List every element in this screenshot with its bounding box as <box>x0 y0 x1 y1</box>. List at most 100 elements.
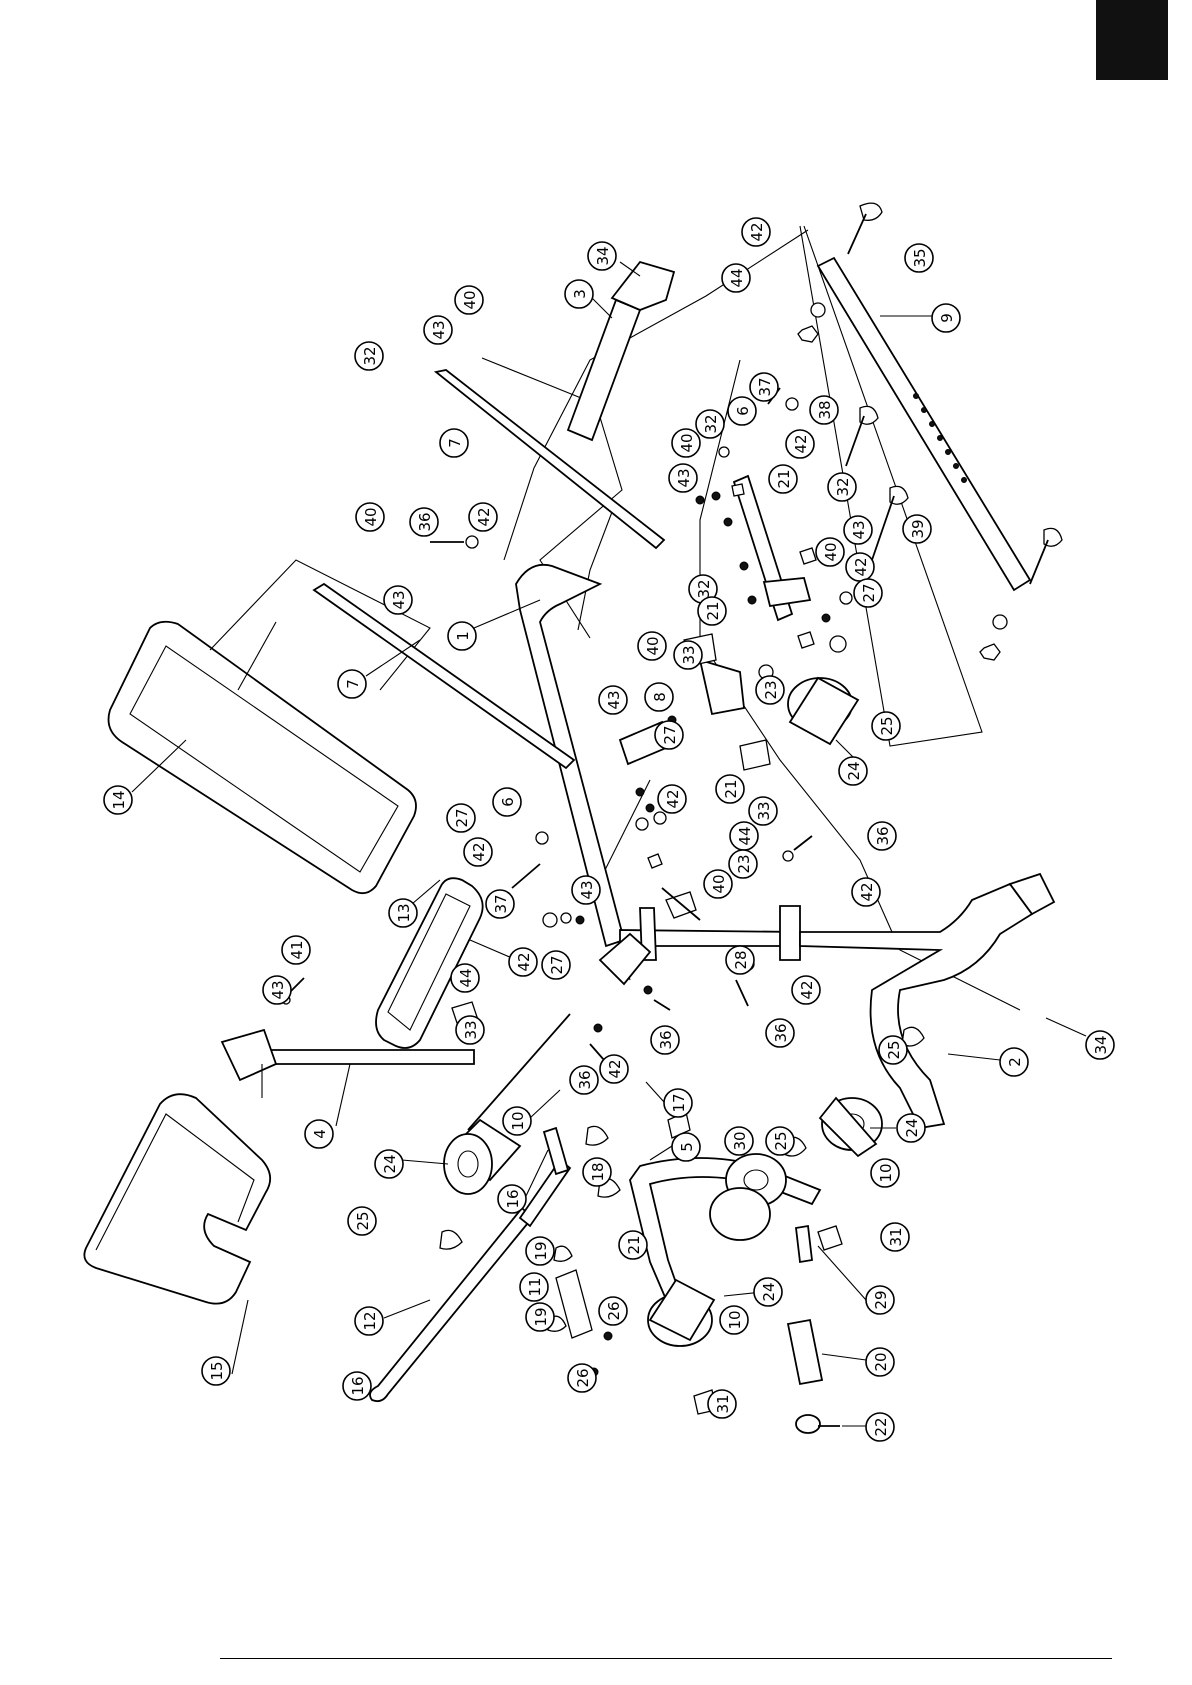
callout-10: 10 <box>720 1306 748 1334</box>
callout-number: 34 <box>1092 1035 1110 1054</box>
rear-leg <box>800 874 1054 1128</box>
callout-number: 7 <box>446 438 464 448</box>
callout-9: 9 <box>932 304 960 332</box>
callout-number: 1 <box>454 631 472 641</box>
callout-30: 30 <box>725 1127 753 1155</box>
callout-25: 25 <box>879 1036 907 1064</box>
callout-11: 11 <box>520 1273 548 1301</box>
callout-number: 17 <box>670 1093 688 1112</box>
callout-13: 13 <box>389 899 417 927</box>
callout-number: 16 <box>504 1189 522 1208</box>
callout-41: 41 <box>282 936 310 964</box>
callout-27: 27 <box>447 804 475 832</box>
callout-25: 25 <box>872 712 900 740</box>
callout-10: 10 <box>871 1159 899 1187</box>
callout-number: 19 <box>532 1241 550 1260</box>
callout-43: 43 <box>424 316 452 344</box>
callout-number: 32 <box>695 579 713 598</box>
callout-number: 27 <box>453 808 471 827</box>
callout-12: 12 <box>355 1307 383 1335</box>
callout-number: 44 <box>457 968 475 987</box>
callout-number: 25 <box>878 716 896 735</box>
callout-38: 38 <box>810 396 838 424</box>
callout-32: 32 <box>355 342 383 370</box>
foot-pad <box>84 1094 270 1303</box>
callout-number: 40 <box>644 636 662 655</box>
callout-number: 33 <box>755 801 773 820</box>
callout-number: 42 <box>475 507 493 526</box>
callout-4: 4 <box>305 1120 333 1148</box>
callout-number: 33 <box>462 1020 480 1039</box>
callout-number: 23 <box>762 680 780 699</box>
callout-34: 34 <box>1086 1031 1114 1059</box>
back-pad <box>109 560 431 893</box>
callout-number: 10 <box>726 1310 744 1329</box>
callout-number: 3 <box>571 289 589 299</box>
callout-number: 42 <box>470 842 488 861</box>
callout-number: 43 <box>605 690 623 709</box>
callout-31: 31 <box>708 1390 736 1418</box>
callout-number: 31 <box>714 1394 732 1413</box>
callout-number: 27 <box>548 955 566 974</box>
callout-40: 40 <box>672 429 700 457</box>
callout-number: 30 <box>731 1131 749 1150</box>
callout-39: 39 <box>903 515 931 543</box>
callout-27: 27 <box>542 951 570 979</box>
callout-number: 42 <box>798 980 816 999</box>
callout-21: 21 <box>698 597 726 625</box>
callout-number: 39 <box>909 519 927 538</box>
callout-number: 12 <box>361 1311 379 1330</box>
callout-37: 37 <box>750 373 778 401</box>
callout-32: 32 <box>828 473 856 501</box>
callout-36: 36 <box>651 1026 679 1054</box>
callout-number: 22 <box>872 1417 890 1436</box>
callout-5: 5 <box>672 1133 700 1161</box>
callout-number: 21 <box>625 1235 643 1254</box>
callout-number: 14 <box>110 790 128 809</box>
callout-16: 16 <box>343 1372 371 1400</box>
callout-36: 36 <box>868 822 896 850</box>
callout-number: 42 <box>792 434 810 453</box>
callout-number: 43 <box>390 590 408 609</box>
callout-number: 31 <box>887 1227 905 1246</box>
callout-8: 8 <box>645 683 673 711</box>
callout-number: 40 <box>362 507 380 526</box>
callout-number: 40 <box>822 542 840 561</box>
callout-42: 42 <box>786 430 814 458</box>
callout-number: 21 <box>775 469 793 488</box>
callout-number: 38 <box>816 400 834 419</box>
callout-26: 26 <box>599 1297 627 1325</box>
callout-3: 3 <box>565 280 593 308</box>
callout-number: 36 <box>576 1070 594 1089</box>
callout-43: 43 <box>599 686 627 714</box>
callout-number: 32 <box>702 414 720 433</box>
callout-6: 6 <box>493 788 521 816</box>
callout-42: 42 <box>464 838 492 866</box>
callout-number: 10 <box>877 1163 895 1182</box>
callout-number: 29 <box>872 1290 890 1309</box>
callout-number: 42 <box>858 882 876 901</box>
callout-15: 15 <box>202 1357 230 1385</box>
callout-40: 40 <box>704 870 732 898</box>
callout-24: 24 <box>839 757 867 785</box>
callout-44: 44 <box>730 822 758 850</box>
callout-31: 31 <box>881 1223 909 1251</box>
callout-7: 7 <box>440 429 468 457</box>
callout-number: 25 <box>885 1040 903 1059</box>
callout-number: 10 <box>509 1111 527 1130</box>
callout-22: 22 <box>866 1413 894 1441</box>
callout-43: 43 <box>844 516 872 544</box>
callout-number: 13 <box>395 903 413 922</box>
callout-33: 33 <box>456 1016 484 1044</box>
callout-36: 36 <box>570 1066 598 1094</box>
callout-number: 33 <box>680 645 698 664</box>
callout-number: 24 <box>903 1118 921 1137</box>
callout-number: 24 <box>381 1154 399 1173</box>
callout-number: 7 <box>344 679 362 689</box>
callout-42: 42 <box>469 503 497 531</box>
callout-19: 19 <box>526 1237 554 1265</box>
callout-34: 34 <box>588 242 616 270</box>
callout-number: 5 <box>678 1142 696 1152</box>
callout-number: 16 <box>349 1376 367 1395</box>
callout-42: 42 <box>658 785 686 813</box>
